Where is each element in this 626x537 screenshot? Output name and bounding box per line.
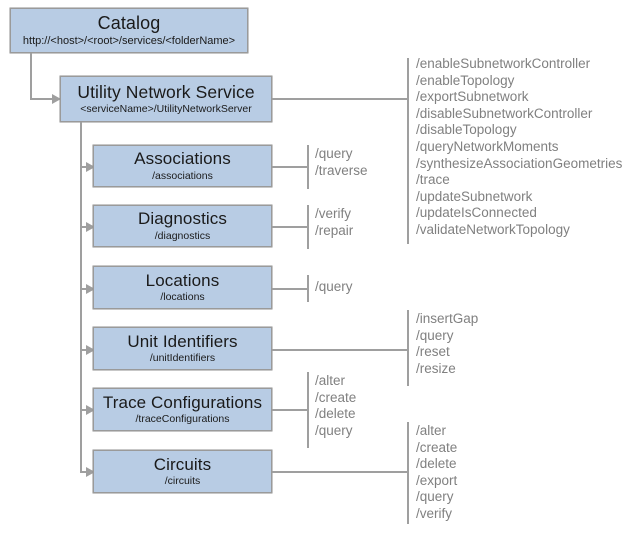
op-item: /enableTopology	[416, 72, 515, 88]
connector-locations-to-operations	[272, 288, 308, 290]
op-item: /exportSubnetwork	[416, 89, 529, 105]
arrow-to-trace-configurations	[86, 405, 95, 415]
arrow-to-circuits	[86, 467, 95, 477]
op-item: /traverse	[315, 162, 368, 178]
op-item: /enableSubnetworkController	[416, 56, 591, 71]
node-service-path: <serviceName>/UtilityNetworkServer	[80, 103, 252, 116]
node-diagnostics-title: Diagnostics	[138, 209, 227, 229]
node-catalog-title: Catalog	[97, 12, 161, 33]
op-item: /disableSubnetworkController	[416, 105, 593, 121]
node-utility-network-service[interactable]: Utility Network Service <serviceName>/Ut…	[60, 76, 272, 122]
op-item: /synthesizeAssociationGeometries	[416, 155, 623, 171]
op-item: /alter	[315, 373, 346, 388]
op-item: /query	[315, 146, 353, 161]
op-item: /validateNetworkTopology	[416, 221, 570, 237]
oplist-diagnostics: /verify /repair	[315, 206, 353, 239]
arrow-catalog-to-service	[52, 94, 61, 104]
arrow-to-unit-identifiers	[86, 345, 95, 355]
arrow-to-locations	[86, 284, 95, 294]
oplist-associations: /query /traverse	[315, 146, 368, 179]
node-associations-path: /associations	[152, 169, 213, 182]
connector-circuits-to-operations	[272, 471, 408, 473]
op-item: /alter	[416, 423, 447, 438]
oplist-circuits: /alter /create /delete /export /query /v…	[416, 423, 457, 523]
node-associations-title: Associations	[134, 149, 231, 169]
connector-diagnostics-to-operations	[272, 226, 308, 228]
bracket-trace-configurations-operations	[307, 372, 309, 448]
op-item: /delete	[416, 456, 457, 472]
connector-catalog-horizontal	[30, 98, 58, 100]
op-item: /verify	[416, 505, 453, 521]
bracket-circuits-operations	[407, 422, 409, 524]
bracket-service-operations	[407, 58, 409, 244]
op-item: /disableTopology	[416, 122, 517, 138]
node-associations[interactable]: Associations /associations	[93, 145, 272, 187]
op-item: /verify	[315, 206, 352, 221]
node-circuits-path: /circuits	[164, 475, 201, 488]
op-item: /repair	[315, 222, 354, 238]
connector-service-to-operations	[272, 98, 408, 100]
node-unit-identifiers-path: /unitIdentifiers	[149, 352, 216, 365]
node-catalog-path: http://<host>/<root>/services/<folderNam…	[22, 34, 236, 47]
arrow-to-associations	[86, 162, 95, 172]
op-item: /updateIsConnected	[416, 205, 537, 221]
node-diagnostics[interactable]: Diagnostics /diagnostics	[93, 205, 272, 247]
bracket-unit-identifiers-operations	[407, 310, 409, 386]
op-item: /query	[416, 489, 454, 505]
node-trace-configurations-path: /traceConfigurations	[135, 413, 230, 426]
node-locations-path: /locations	[160, 291, 205, 304]
node-catalog[interactable]: Catalog http://<host>/<root>/services/<f…	[10, 8, 248, 53]
oplist-service: /enableSubnetworkController /enableTopol…	[416, 56, 622, 239]
op-item: /resize	[416, 360, 456, 376]
op-item: /query	[315, 279, 353, 294]
op-item: /trace	[416, 172, 450, 188]
connector-catalog-vertical	[30, 53, 32, 99]
bracket-associations-operations	[307, 145, 309, 189]
bracket-locations-operations	[307, 275, 309, 302]
connector-unit-identifiers-to-operations	[272, 349, 408, 351]
arrow-to-diagnostics	[86, 222, 95, 232]
op-item: /delete	[315, 406, 356, 422]
node-unit-identifiers-title: Unit Identifiers	[127, 331, 238, 351]
oplist-locations: /query	[315, 279, 353, 296]
op-item: /query	[416, 327, 454, 343]
node-locations-title: Locations	[145, 270, 220, 290]
op-item: /create	[315, 389, 357, 405]
op-item: /reset	[416, 344, 450, 360]
connector-children-trunk	[80, 122, 82, 472]
op-item: /updateSubnetwork	[416, 188, 533, 204]
node-trace-configurations-title: Trace Configurations	[102, 392, 263, 412]
oplist-trace-configurations: /alter /create /delete /query	[315, 373, 356, 439]
op-item: /create	[416, 439, 458, 455]
connector-trace-configurations-to-operations	[272, 409, 308, 411]
bracket-diagnostics-operations	[307, 205, 309, 249]
oplist-unit-identifiers: /insertGap /query /reset /resize	[416, 311, 478, 377]
node-locations[interactable]: Locations /locations	[93, 266, 272, 309]
op-item: /insertGap	[416, 311, 479, 326]
node-circuits-title: Circuits	[153, 454, 212, 474]
node-trace-configurations[interactable]: Trace Configurations /traceConfiguration…	[93, 388, 272, 431]
node-diagnostics-path: /diagnostics	[154, 229, 211, 242]
op-item: /queryNetworkMoments	[416, 138, 559, 154]
connector-associations-to-operations	[272, 166, 308, 168]
op-item: /export	[416, 472, 458, 488]
node-unit-identifiers[interactable]: Unit Identifiers /unitIdentifiers	[93, 327, 272, 370]
node-circuits[interactable]: Circuits /circuits	[93, 450, 272, 493]
op-item: /query	[315, 422, 353, 438]
node-service-title: Utility Network Service	[77, 81, 255, 102]
